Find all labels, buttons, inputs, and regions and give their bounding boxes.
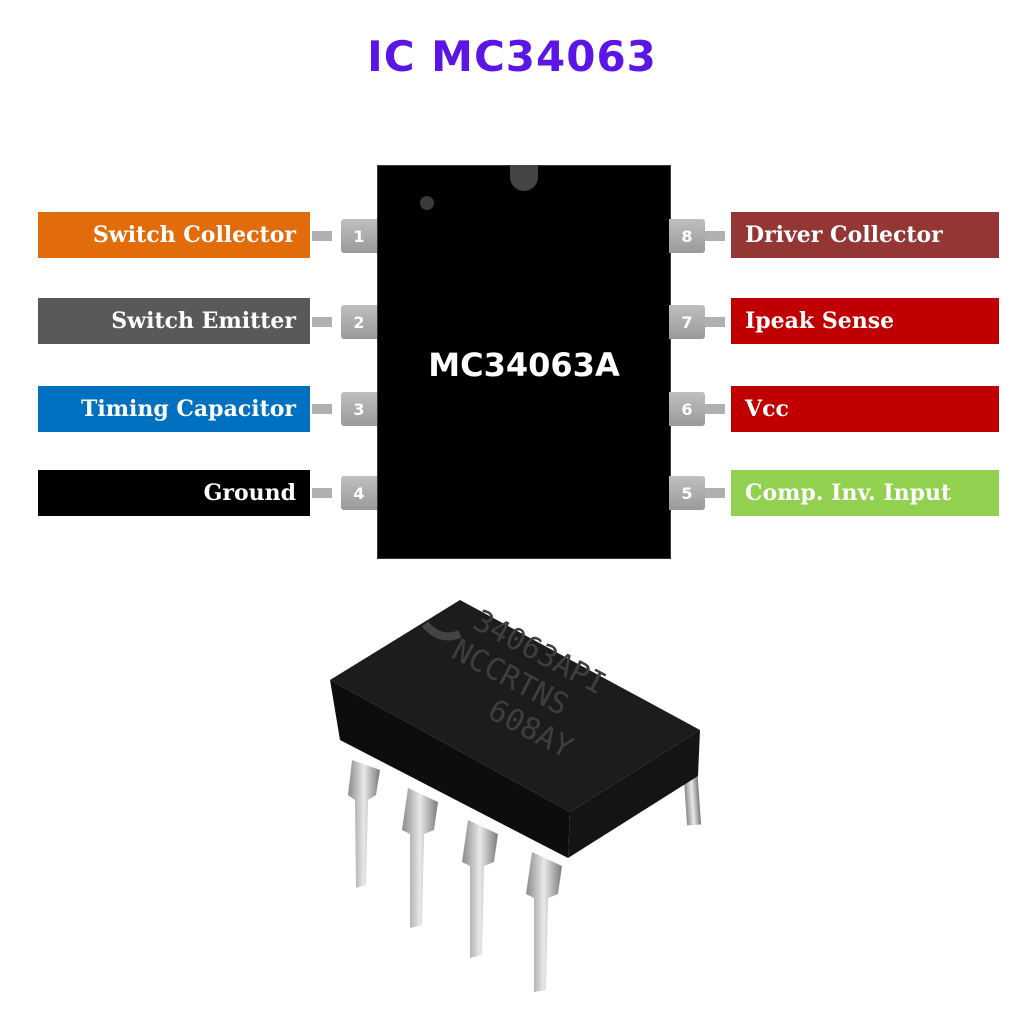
package-notch xyxy=(421,621,462,641)
pin-label-timing-capacitor: Timing Capacitor xyxy=(38,386,310,432)
pin-number-5: 5 xyxy=(669,476,705,510)
pin-number-1: 1 xyxy=(341,219,377,253)
pin-number-3: 3 xyxy=(341,392,377,426)
pin-label-switch-collector: Switch Collector xyxy=(38,212,310,258)
pin-number-2: 2 xyxy=(341,305,377,339)
pin-lead xyxy=(705,404,725,414)
pin-lead xyxy=(705,317,725,327)
pin-label-driver-collector: Driver Collector xyxy=(731,212,999,258)
pin-number-8: 8 xyxy=(669,219,705,253)
chip-notch xyxy=(510,165,538,191)
pin-lead xyxy=(705,231,725,241)
pin-label-ground: Ground xyxy=(38,470,310,516)
pin-label-switch-emitter: Switch Emitter xyxy=(38,298,310,344)
pin-label-ipeak-sense: Ipeak Sense xyxy=(731,298,999,344)
pin-lead xyxy=(312,404,332,414)
pin-lead xyxy=(705,488,725,498)
pin-number-7: 7 xyxy=(669,305,705,339)
pin-lead xyxy=(312,488,332,498)
pin-lead xyxy=(312,317,332,327)
pin-label-vcc: Vcc xyxy=(731,386,999,432)
page-title: IC MC34063 xyxy=(367,32,657,81)
pin-number-6: 6 xyxy=(669,392,705,426)
pin1-dot xyxy=(420,196,434,210)
chip-label: MC34063A xyxy=(428,346,620,384)
front-leads xyxy=(348,760,562,992)
package-side xyxy=(568,730,700,858)
ic-pinout-diagram: MC34063A xyxy=(377,165,671,559)
pin-number-4: 4 xyxy=(341,476,377,510)
pin-label-comp-inv-input: Comp. Inv. Input xyxy=(731,470,999,516)
ic-package-photo: 34063API NCCRTNS 608AY xyxy=(330,600,702,992)
pin-lead xyxy=(312,231,332,241)
package-front xyxy=(330,680,570,858)
package-top xyxy=(330,600,700,812)
